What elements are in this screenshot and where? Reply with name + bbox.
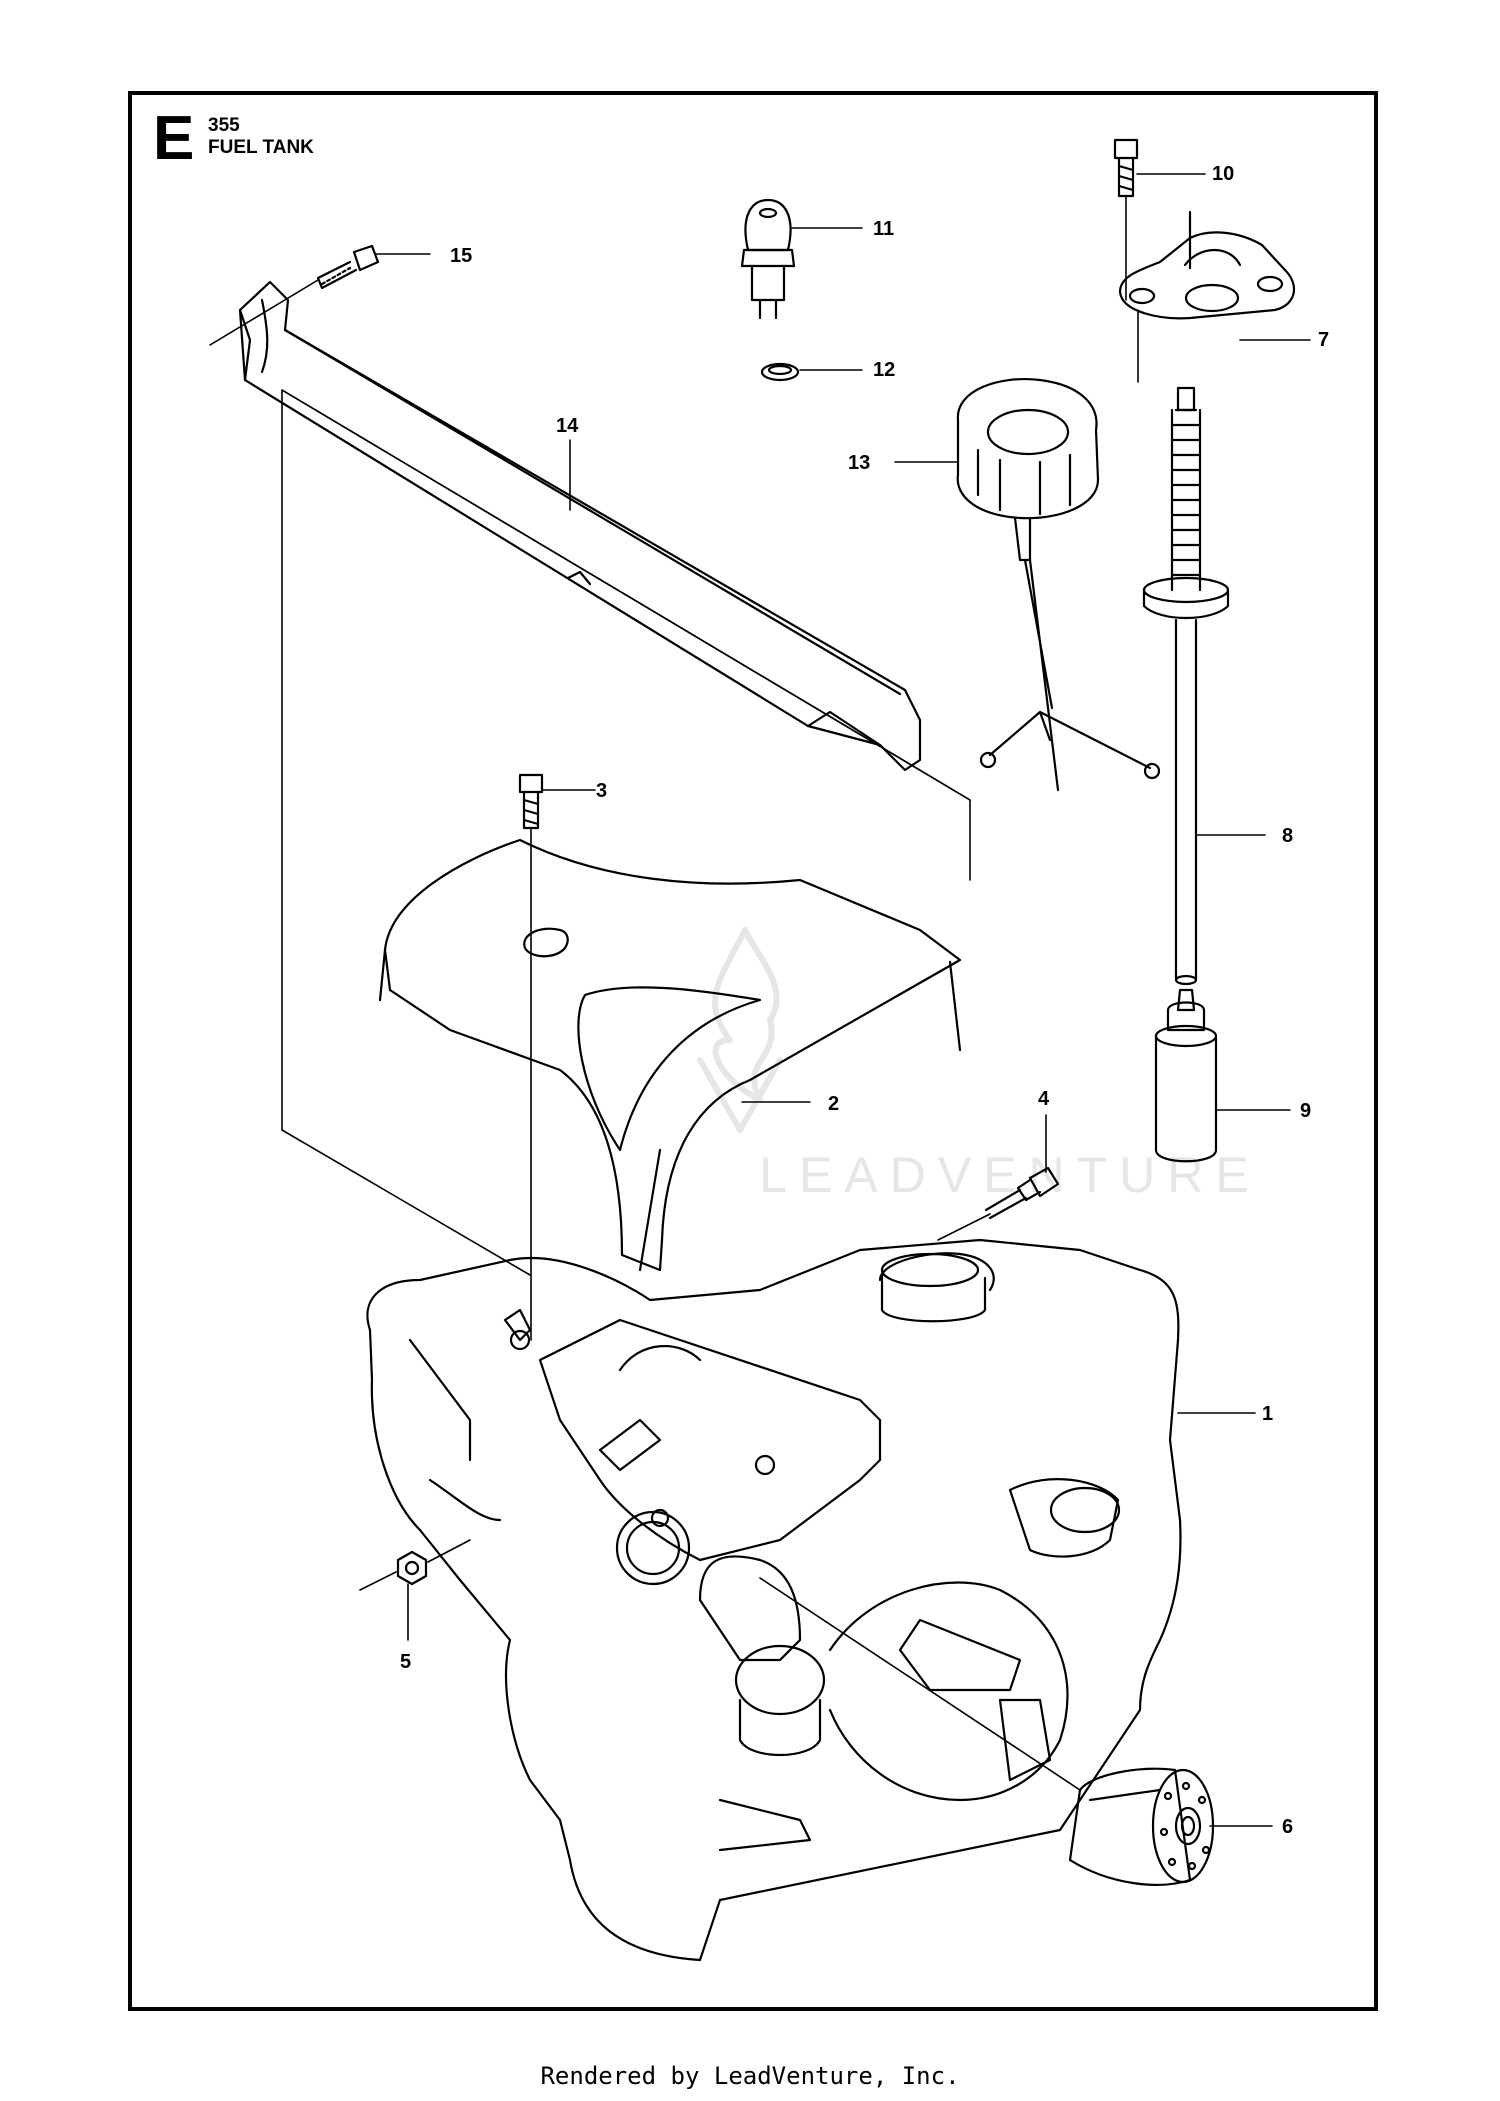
part-15-screw: [316, 244, 380, 290]
callout-7: 7: [1318, 329, 1329, 351]
part-14-outline: [281, 389, 971, 1276]
part-10-screw: [1113, 138, 1139, 198]
section-letter: E: [153, 104, 195, 173]
watermark-logo: [697, 927, 783, 1133]
callout-13: 13: [848, 452, 870, 474]
part-13-fuel-cap: [956, 378, 1161, 792]
part-5-nut: [396, 1550, 428, 1586]
callout-14: 14: [556, 415, 579, 437]
leader-6-axis: [759, 1577, 1081, 1791]
callout-1: 1: [1262, 1403, 1273, 1425]
section-title: FUEL TANK: [208, 137, 314, 158]
part-2-cover: [378, 838, 962, 1272]
leader-5-axis: [359, 1539, 471, 1591]
diagram-frame: [128, 91, 1378, 2011]
callout-2: 2: [828, 1093, 839, 1115]
part-12-clamp: [760, 362, 800, 382]
model-number: 355: [208, 115, 240, 136]
part-4-screw: [984, 1166, 1060, 1220]
callout-9: 9: [1300, 1100, 1311, 1122]
callout-5: 5: [400, 1651, 411, 1673]
part-14-tube: [238, 280, 922, 772]
callout-12: 12: [873, 359, 895, 381]
footer-credit: Rendered by LeadVenture, Inc.: [540, 2062, 960, 2090]
callout-6: 6: [1282, 1816, 1293, 1838]
part-7-bracket: [1118, 210, 1296, 320]
part-1-fuel-tank: [366, 1238, 1182, 1962]
callout-8: 8: [1282, 825, 1293, 847]
part-9-fuel-filter: [1154, 988, 1218, 1163]
part-11-primer-bulb: [740, 198, 796, 320]
callout-10: 10: [1212, 163, 1234, 185]
callout-11: 11: [873, 218, 894, 240]
callout-3: 3: [596, 780, 607, 802]
leader-tube-box: [281, 389, 971, 801]
part-6-buffer: [1068, 1767, 1215, 1886]
leader-15-axis: [209, 279, 319, 346]
callout-15: 15: [450, 245, 472, 267]
part-8-fuel-hose: [1142, 386, 1230, 986]
leader-4-axis: [937, 1213, 991, 1241]
callout-4: 4: [1038, 1088, 1050, 1110]
watermark-text: LEADVENTURE: [759, 1147, 1261, 1203]
part-3-screw: [518, 773, 544, 830]
